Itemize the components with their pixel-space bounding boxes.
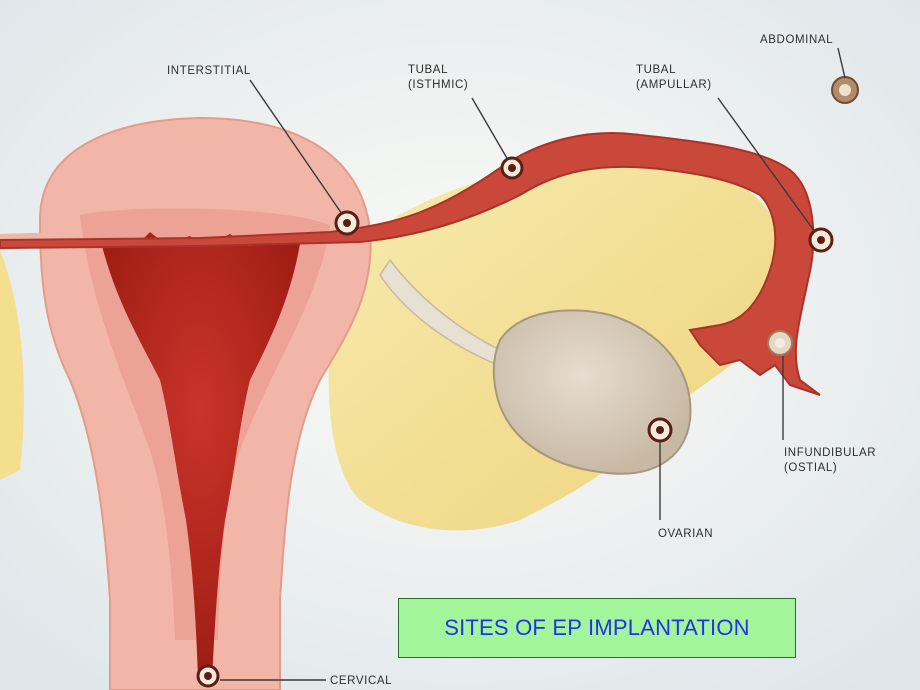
leader-isthmic	[471, 97, 509, 161]
implant-isthmic	[500, 156, 524, 180]
label-cervical: CERVICAL	[330, 675, 393, 687]
label-abdominal: ABDOMINAL	[760, 34, 834, 46]
leader-abdominal	[837, 47, 846, 79]
diagram-title: SITES OF EP IMPLANTATION	[444, 615, 750, 640]
leader-ampullar	[717, 97, 816, 233]
label-ovarian: OVARIAN	[658, 528, 714, 540]
implant-abdominal	[831, 76, 859, 104]
endometrium	[100, 232, 300, 680]
ovary	[492, 309, 692, 475]
leader-lines	[220, 47, 846, 681]
label-tubal-ampullar: TUBAL (AMPULLAR)	[636, 64, 712, 91]
implant-ampullar	[808, 227, 834, 253]
implant-interstitial	[334, 210, 360, 236]
implant-ovarian	[647, 417, 673, 443]
label-infundibular: INFUNDIBULAR (OSTIAL)	[784, 447, 877, 474]
left-ligament	[0, 250, 24, 480]
implant-cervical	[196, 664, 220, 688]
leader-interstitial	[249, 79, 343, 215]
label-tubal-isthmic: TUBAL (ISTHMIC)	[408, 64, 469, 91]
title-box: SITES OF EP IMPLANTATION	[398, 598, 796, 658]
implant-infundibular	[767, 330, 793, 356]
fallopian-tube	[0, 132, 821, 396]
label-interstitial: INTERSTITIAL	[167, 65, 251, 77]
